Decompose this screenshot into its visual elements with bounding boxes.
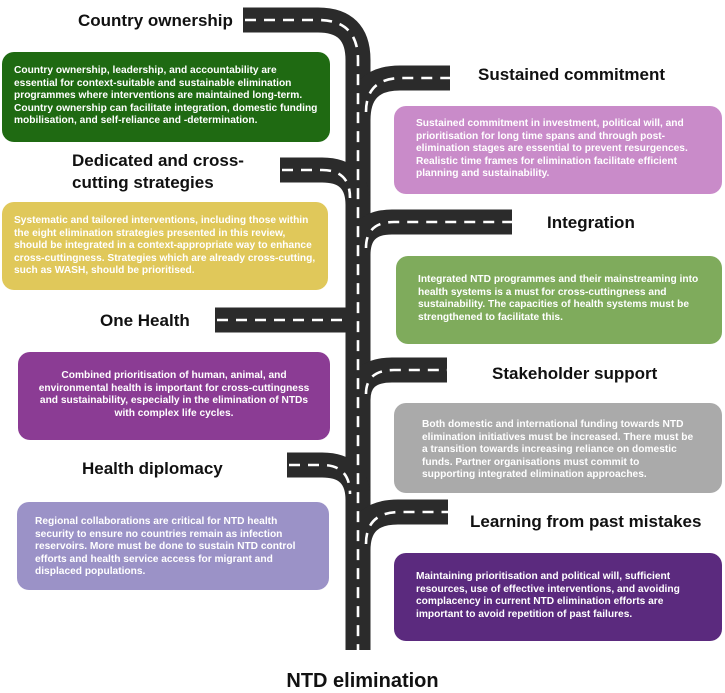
box-country-ownership: Country ownership, leadership, and accou… — [2, 52, 330, 142]
title-dedicated-strategies: Dedicated and cross-cutting strategies — [72, 151, 244, 192]
title-learning-past-mistakes: Learning from past mistakes — [470, 512, 702, 531]
box-stakeholder-support: Both domestic and international funding … — [394, 403, 722, 493]
title-stakeholder-support: Stakeholder support — [492, 364, 658, 383]
title-one-health: One Health — [100, 311, 190, 330]
title-health-diplomacy: Health diplomacy — [82, 459, 223, 478]
road-branch-sustained-commitment — [345, 65, 450, 121]
title-integration: Integration — [547, 213, 635, 232]
box-health-diplomacy: Regional collaborations are critical for… — [17, 502, 329, 590]
road-branch-integration — [345, 209, 512, 256]
box-integration: Integrated NTD programmes and their main… — [396, 256, 722, 344]
road-branch-learning — [345, 499, 448, 551]
title-country-ownership: Country ownership — [78, 11, 233, 30]
box-one-health: Combined prioritisation of human, animal… — [18, 352, 330, 440]
box-dedicated-strategies: Systematic and tailored interventions, i… — [2, 202, 328, 290]
box-sustained-commitment: Sustained commitment in investment, poli… — [394, 106, 722, 194]
road-branch-dedicated — [280, 157, 371, 206]
title-sustained-commitment: Sustained commitment — [478, 65, 666, 84]
footer-title: NTD elimination — [286, 670, 439, 692]
box-learning-past-mistakes: Maintaining prioritisation and political… — [394, 553, 722, 641]
road-branch-stakeholder — [345, 357, 447, 401]
